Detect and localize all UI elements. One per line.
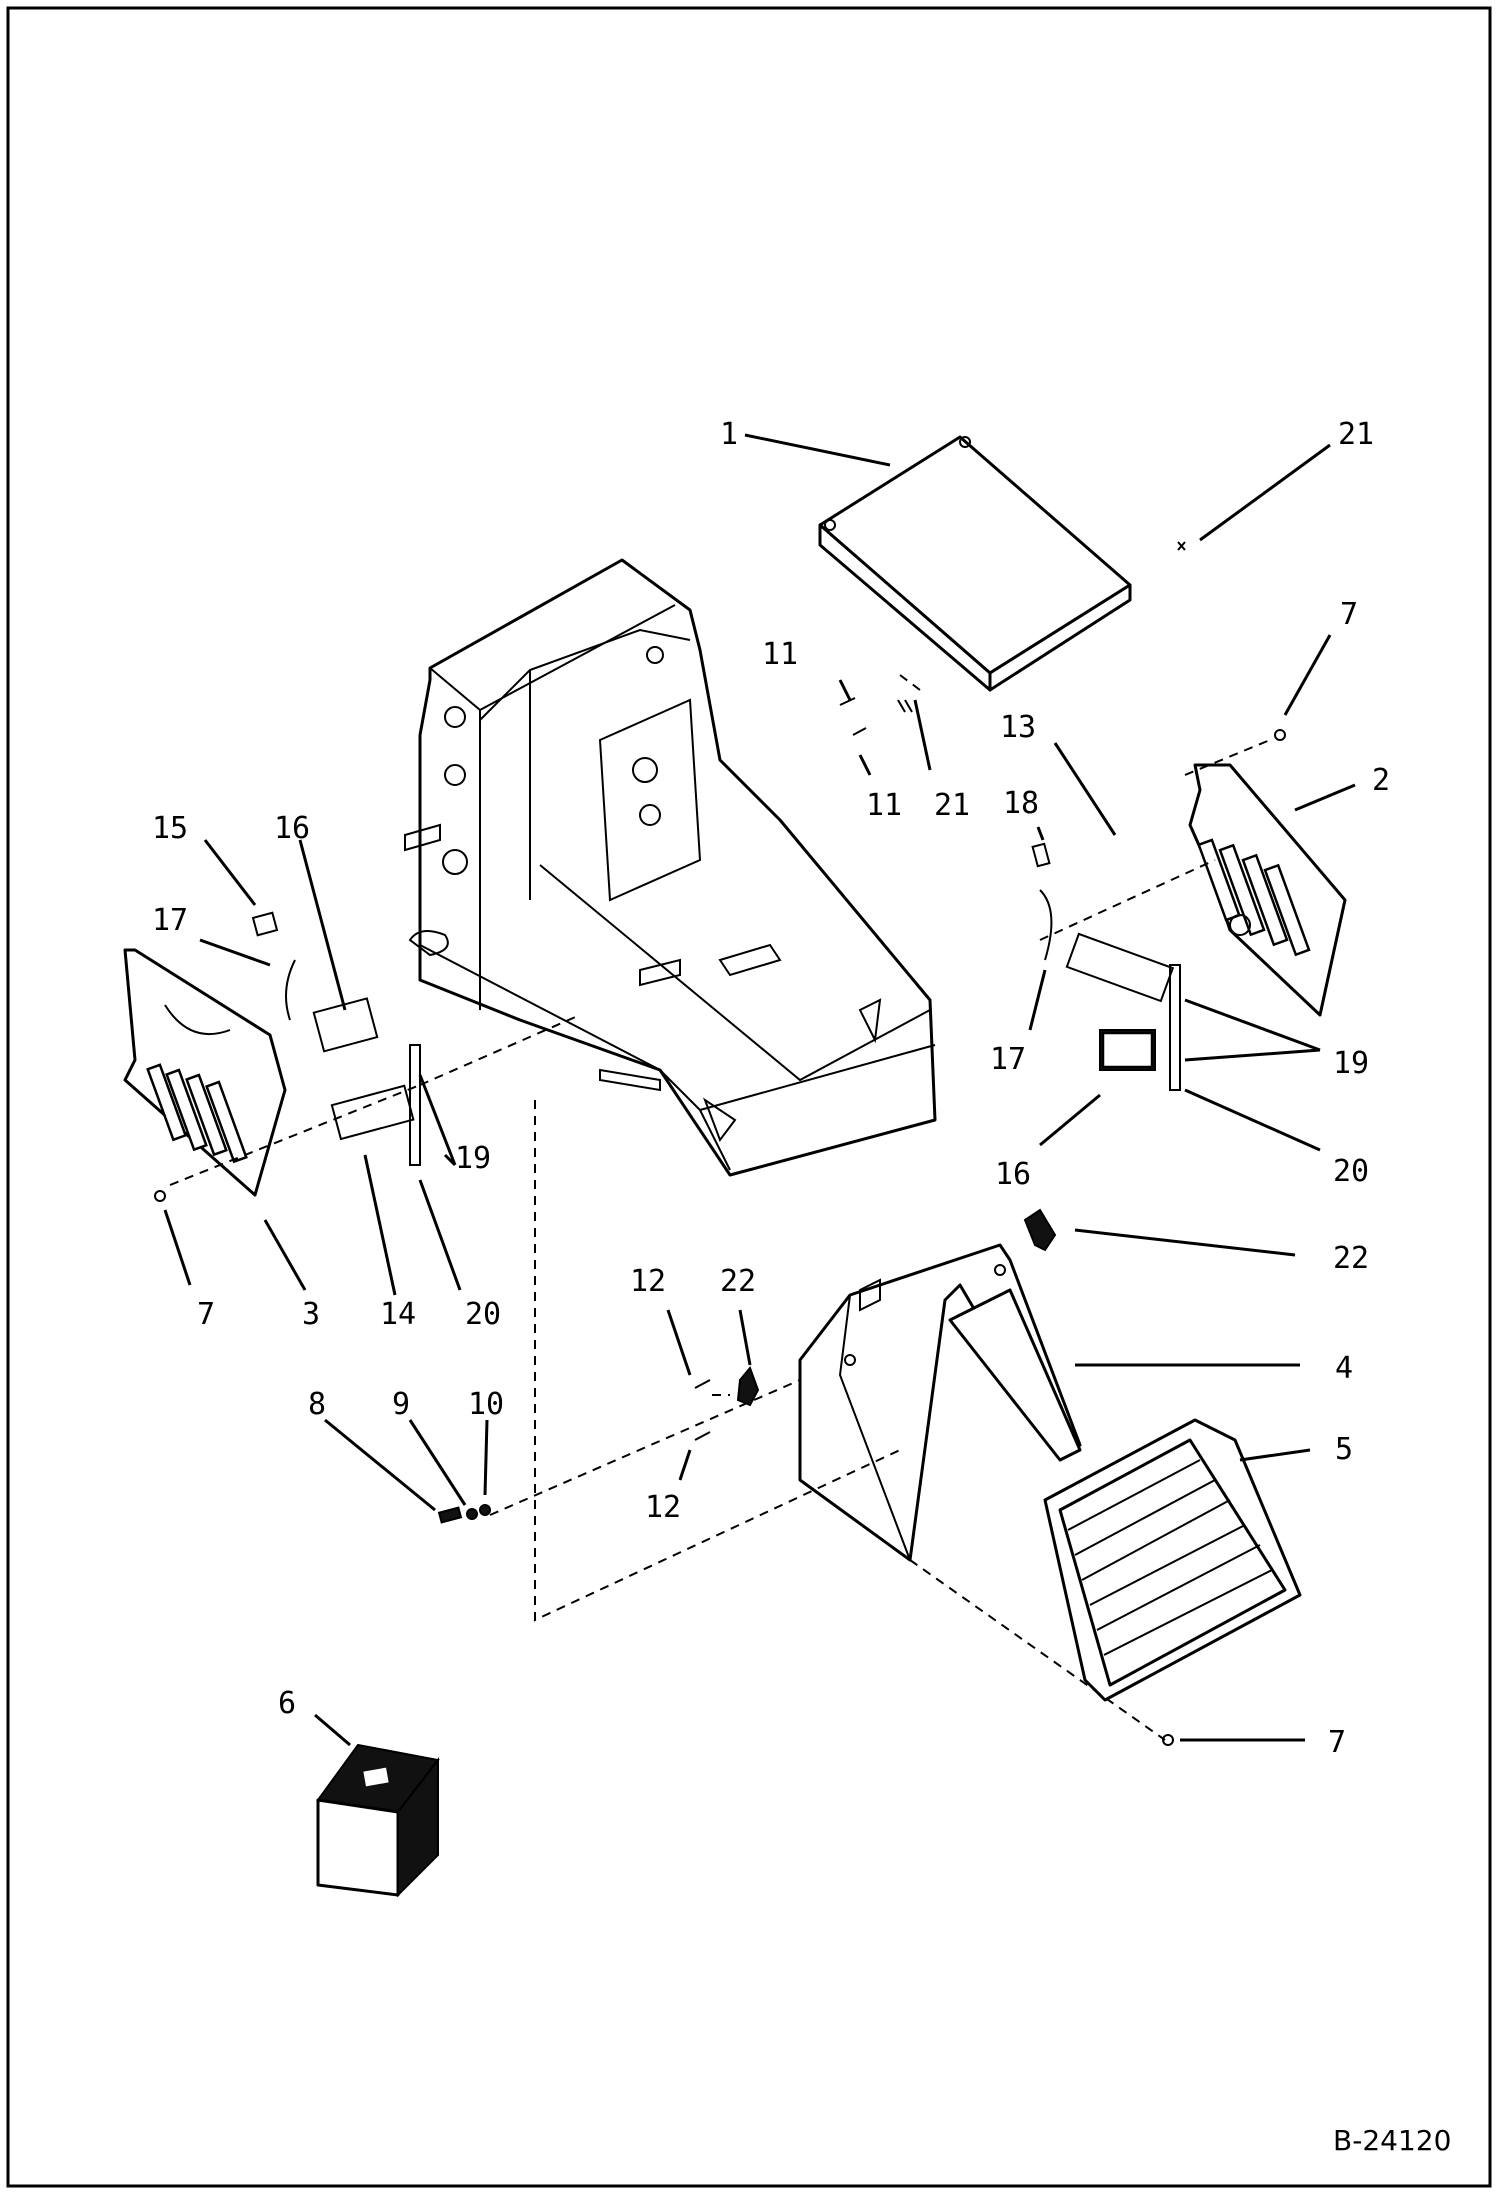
callout-3: 3: [302, 1297, 320, 1332]
callout-14: 14: [380, 1297, 416, 1332]
assembly-dash-lines: [169, 674, 1271, 1741]
callout-21-top: 21: [1338, 417, 1374, 452]
right-side-panel-part: [1188, 763, 1347, 1017]
leader-lines: [163, 433, 1356, 1747]
callout-12-lower: 12: [645, 1490, 681, 1525]
callout-10: 10: [468, 1387, 504, 1422]
main-frame-part: [404, 558, 937, 1177]
callout-6: 6: [278, 1686, 296, 1721]
callout-20-left: 20: [465, 1297, 501, 1332]
grill-part: [1043, 1418, 1302, 1702]
callout-19-right: 19: [1333, 1046, 1369, 1081]
top-cover-part: [818, 435, 1132, 692]
decal-package-part: [316, 1743, 440, 1898]
callout-7-left: 7: [197, 1297, 215, 1332]
callout-12-upper: 12: [630, 1264, 666, 1299]
callout-17-right: 17: [990, 1042, 1026, 1077]
callout-13: 13: [1000, 710, 1036, 745]
left-side-panel-part: [123, 948, 287, 1197]
callout-17-left: 17: [152, 903, 188, 938]
callout-11-upper: 11: [762, 637, 798, 672]
page-border: [6, 6, 1492, 2188]
callout-7-top: 7: [1340, 597, 1358, 632]
callout-21-mid: 21: [934, 788, 970, 823]
callout-19-left: 19: [455, 1141, 491, 1176]
hardware-parts: [154, 541, 1286, 1746]
callout-7-bottom: 7: [1328, 1725, 1346, 1760]
callout-16-left: 16: [274, 811, 310, 846]
callout-22-left: 22: [720, 1264, 756, 1299]
drawing-number: B-24120: [1333, 2124, 1451, 2157]
callout-22-right: 22: [1333, 1241, 1369, 1276]
callout-8: 8: [308, 1387, 326, 1422]
callout-18: 18: [1003, 786, 1039, 821]
callout-1: 1: [720, 417, 738, 452]
callout-15: 15: [152, 811, 188, 846]
callout-9: 9: [392, 1387, 410, 1422]
callout-5: 5: [1335, 1432, 1353, 1467]
callout-2: 2: [1372, 763, 1390, 798]
callout-labels: 1 21 7 2 11 11 21 13 18 17 19 16 20 22 4…: [152, 417, 1390, 1760]
rear-shroud-part: [798, 1243, 1082, 1562]
callout-20-right: 20: [1333, 1154, 1369, 1189]
callout-16-right: 16: [995, 1157, 1031, 1192]
callout-4: 4: [1335, 1351, 1353, 1386]
callout-11-lower: 11: [866, 788, 902, 823]
